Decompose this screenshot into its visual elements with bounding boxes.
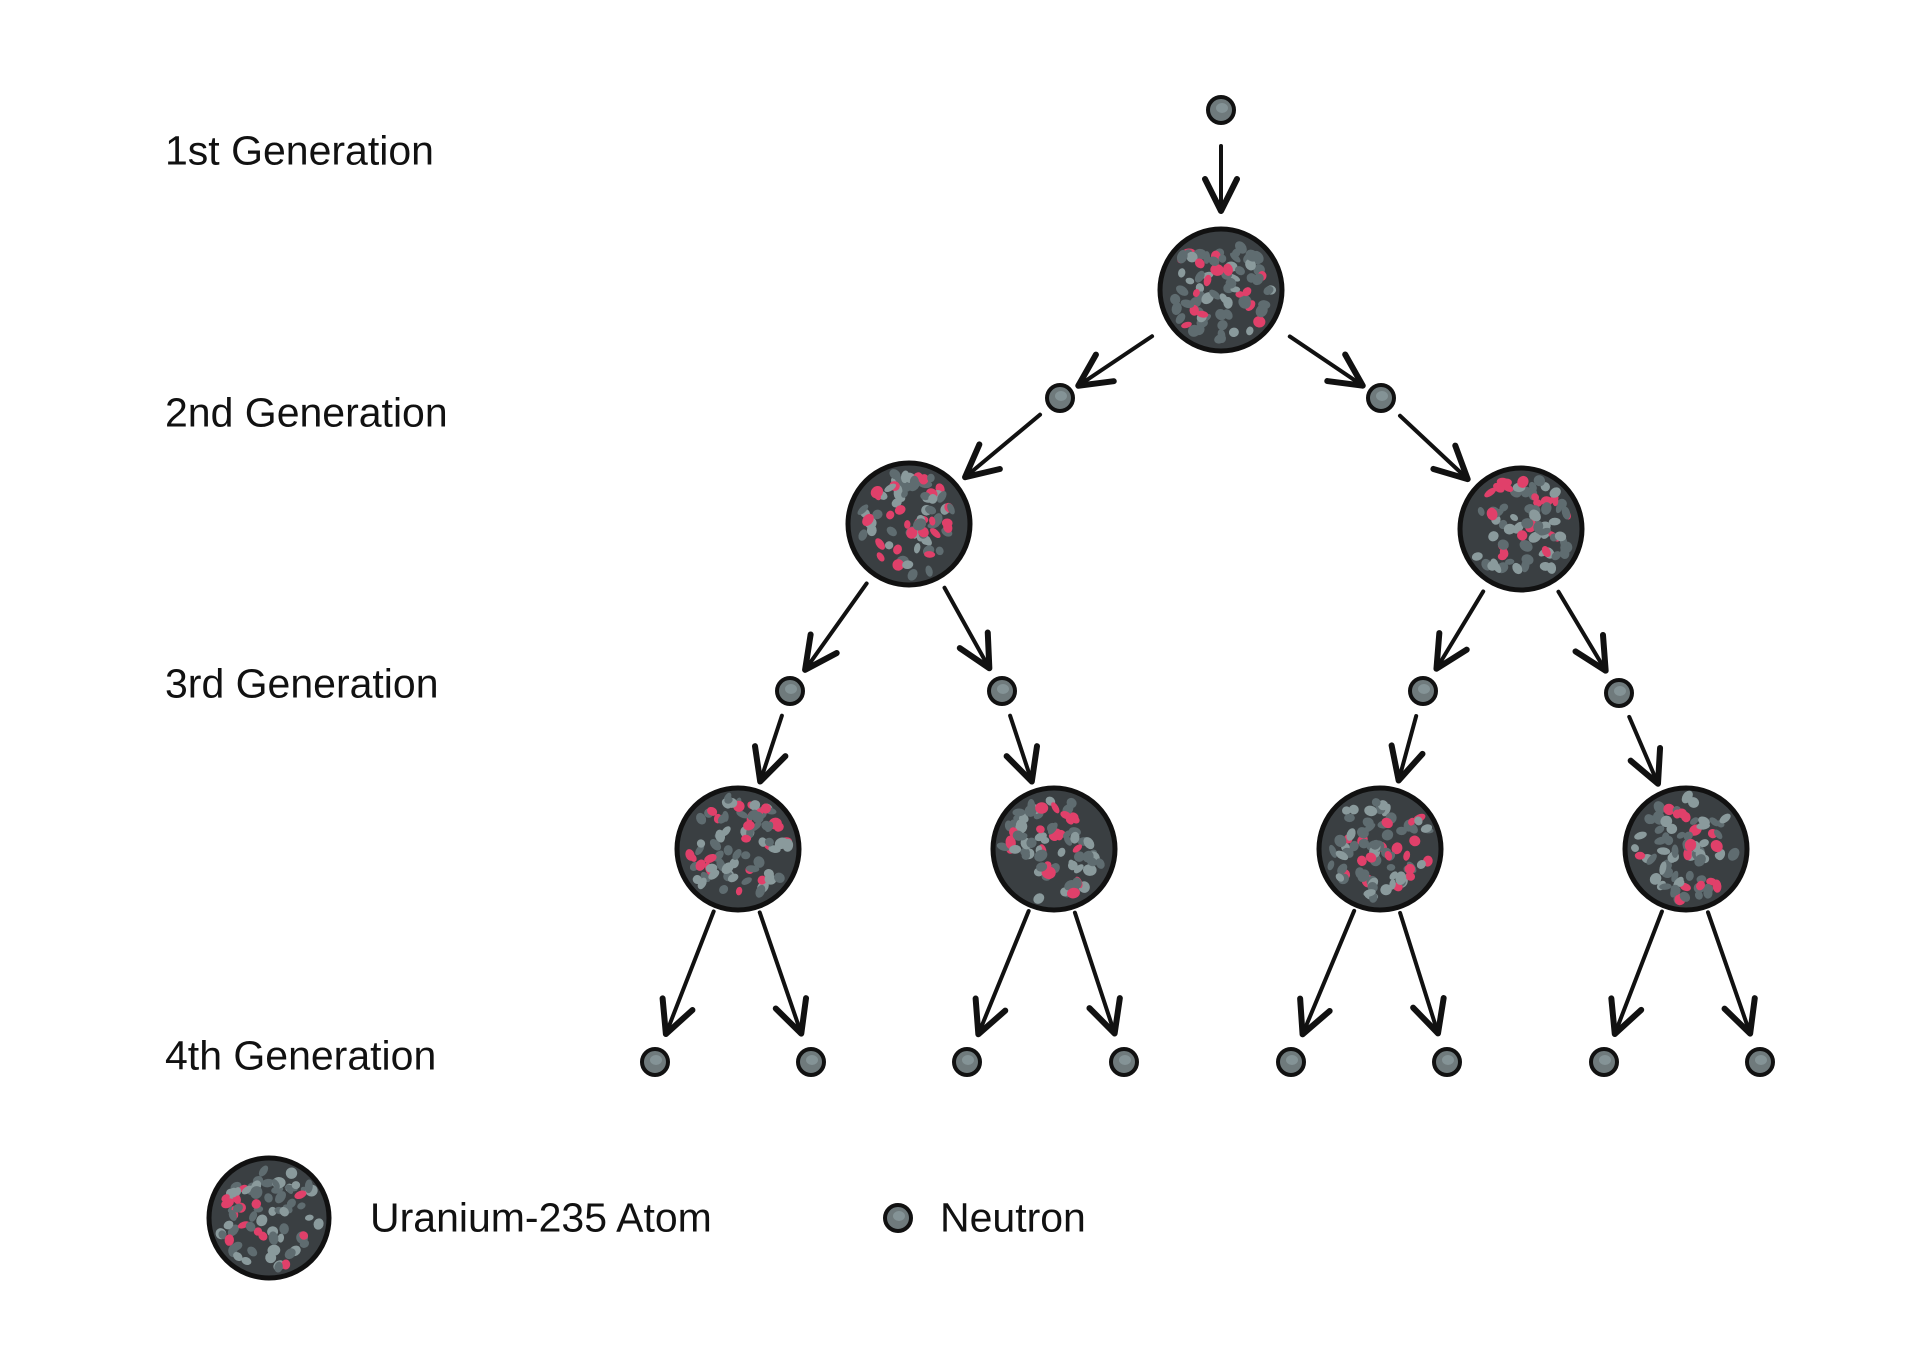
neutron-gen4 bbox=[1109, 1047, 1139, 1077]
uranium-atom-gen3 bbox=[1316, 785, 1444, 913]
arrow-atom-to-neutron bbox=[659, 909, 716, 1038]
neutron-gen4 bbox=[640, 1047, 670, 1077]
legend-neutron-icon bbox=[883, 1203, 913, 1233]
uranium-atom-gen2 bbox=[1457, 465, 1585, 593]
arrow-neutron-to-atom bbox=[1388, 714, 1426, 784]
neutron-gen3 bbox=[775, 676, 805, 706]
arrow-neutron-to-atom bbox=[962, 412, 1043, 481]
neutron-gen4 bbox=[796, 1047, 826, 1077]
generation-label-2: 2nd Generation bbox=[165, 389, 448, 436]
legend-neutron-label: Neutron bbox=[940, 1194, 1086, 1241]
uranium-atom-gen3 bbox=[1622, 785, 1750, 913]
arrow-atom-to-neutron bbox=[1705, 910, 1758, 1037]
arrow-neutron-to-atom bbox=[752, 713, 789, 785]
uranium-atom-gen3 bbox=[990, 785, 1118, 913]
uranium-atom-gen3 bbox=[674, 785, 802, 913]
arrow-neutron-to-atom bbox=[1003, 713, 1040, 785]
arrow-atom-to-neutron bbox=[942, 585, 993, 672]
neutron-gen4 bbox=[1745, 1047, 1775, 1077]
neutron-gen4 bbox=[1276, 1047, 1306, 1077]
neutron-gen3 bbox=[1408, 676, 1438, 706]
neutron-gen3 bbox=[1604, 678, 1634, 708]
arrow-atom-to-neutron bbox=[802, 581, 869, 673]
neutron-gen3 bbox=[987, 676, 1017, 706]
arrow-atom-to-neutron bbox=[972, 909, 1031, 1038]
neutron-gen1 bbox=[1206, 95, 1236, 125]
arrow-atom-to-neutron bbox=[1287, 334, 1366, 389]
uranium-atom-gen2 bbox=[845, 460, 973, 588]
arrow-atom-to-neutron bbox=[1556, 589, 1609, 674]
generation-label-3: 3rd Generation bbox=[165, 660, 439, 707]
neutron-gen4 bbox=[952, 1047, 982, 1077]
neutron-gen2 bbox=[1045, 383, 1075, 413]
neutron-gen4 bbox=[1432, 1047, 1462, 1077]
legend-atom-label: Uranium-235 Atom bbox=[370, 1194, 712, 1241]
neutron-gen4 bbox=[1589, 1047, 1619, 1077]
arrow-atom-to-neutron bbox=[1608, 909, 1664, 1038]
legend-atom-icon bbox=[206, 1155, 332, 1281]
arrow-atom-to-neutron bbox=[1398, 910, 1447, 1037]
arrow-atom-to-neutron bbox=[1075, 334, 1155, 389]
generation-label-4: 4th Generation bbox=[165, 1032, 437, 1079]
arrow-atom-to-neutron bbox=[1072, 910, 1123, 1037]
arrow-atom-to-neutron bbox=[1297, 908, 1357, 1038]
uranium-atom-gen1 bbox=[1157, 226, 1285, 354]
arrow-neutron-to-atom bbox=[1627, 714, 1664, 787]
arrow-atom-to-neutron bbox=[1433, 589, 1486, 672]
arrow-neutron-to-atom bbox=[1397, 413, 1471, 483]
generation-label-1: 1st Generation bbox=[165, 127, 434, 174]
neutron-gen2 bbox=[1366, 383, 1396, 413]
arrow-atom-to-neutron bbox=[757, 910, 810, 1037]
